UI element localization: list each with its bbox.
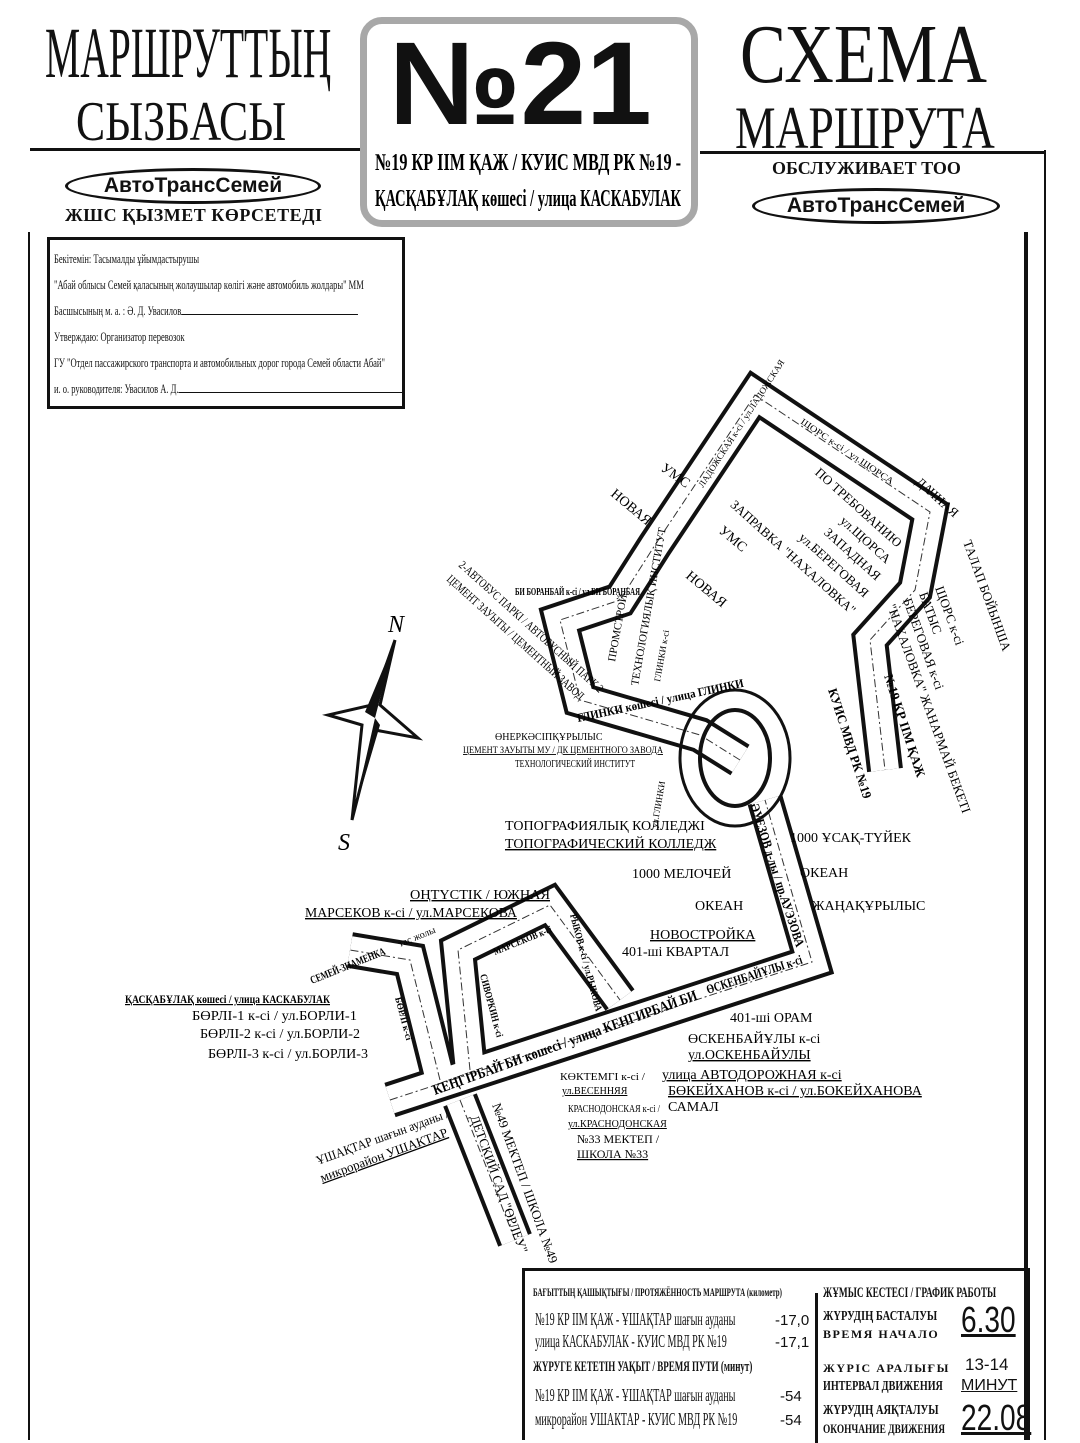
route-description: №19 КР ІІМ ҚАЖ / КУИС МВД РК №19 - ҚАСҚА… <box>375 150 681 212</box>
distance-row-label: улица КАСКАБУЛАК - КУИС МВД РК №19 <box>535 1331 727 1351</box>
approval-line: "Абай облысы Семей қаласының жолаушылар … <box>54 278 364 292</box>
approval-line: и. о. руководителя: Увасилов А. Д. <box>54 376 402 402</box>
stop-label: ӨНЕРКӘСІПҚҰРЫЛЫС <box>495 732 603 743</box>
stop-label: ТАЛАП БОЙЫНША <box>960 538 1014 654</box>
right-title-2: МАРШРУТА <box>735 95 995 161</box>
frame-right-outer <box>1044 150 1046 1440</box>
right-company-badge: АвтоТрансСемей <box>752 188 1000 224</box>
frame-right-line <box>1024 232 1028 1440</box>
right-service-text: ОБСЛУЖИВАЕТ ТОО <box>772 158 961 178</box>
stop-label: 401-ші КВАРТАЛ <box>622 945 730 960</box>
schedule-header: ЖҰМЫС КЕСТЕСІ / ГРАФИК РАБОТЫ <box>823 1285 997 1301</box>
stop-label: ул.ОСКЕНБАЙУЛЫ <box>688 1046 811 1063</box>
signature-line <box>178 380 402 393</box>
stop-label: БӨРЛІ-2 к-сі / ул.БОРЛИ-2 <box>200 1027 360 1042</box>
approval-line: Утверждаю: Организатор перевозок <box>54 330 185 344</box>
stop-label: ЖАҢАҚҰРЫЛЫС <box>812 899 925 914</box>
end-time: 22.08 <box>961 1397 1032 1438</box>
approval-line: Басшысының м. а. : Ә. Д. Увасилов <box>54 298 359 324</box>
left-company-badge: АвтоТрансСемей <box>65 168 321 204</box>
interval-label-kz: ЖҮРІС АРАЛЫҒЫ <box>823 1361 950 1375</box>
distance-row-label: №19 КР ІІМ ҚАЖ - ҰШАҚТАР шағын ауданы <box>535 1309 736 1329</box>
interval-label-ru: ИНТЕРВАЛ ДВИЖЕНИЯ <box>823 1379 943 1394</box>
start-time: 6.30 <box>961 1299 1016 1340</box>
turnaround-loop <box>678 688 792 828</box>
stop-label: УМС <box>715 524 749 556</box>
interval-unit: МИНУТ <box>961 1377 1018 1394</box>
stop-label: МАРСЕКОВ к-сі / ул.МАРСЕКОВА <box>305 906 518 921</box>
stop-label: КӨКТЕМГІ к-сі / <box>560 1072 645 1083</box>
start-label-ru: ВРЕМЯ НАЧАЛО <box>823 1327 940 1341</box>
right-title-1: СХЕМА <box>740 8 987 101</box>
stop-label: 1000 ҰСАҚ-ТҮЙЕК <box>790 829 912 846</box>
stop-label: улица АВТОДОРОЖНАЯ к-сі <box>662 1068 842 1083</box>
time-row-value: -54 <box>780 1412 802 1429</box>
stop-label: ЦЕМЕНТ ЗАУЫТЫ МУ / ДК ЦЕМЕНТНОГО ЗАВОДА <box>463 745 663 755</box>
route-number-box: №21 №19 КР ІІМ ҚАЖ / КУИС МВД РК №19 - Қ… <box>360 17 698 227</box>
stop-label: НОВОСТРОЙКА <box>650 926 756 943</box>
stop-label: ҚАСҚАБҰЛАҚ көшесі / улица КАСКАБУЛАК <box>125 992 330 1006</box>
interval-value: 13-14 <box>965 1355 1009 1374</box>
route-road <box>347 370 950 1247</box>
end-label-ru: ОКОНЧАНИЕ ДВИЖЕНИЯ <box>823 1421 945 1436</box>
stop-label: БӨКЕЙХАНОВ к-сі / ул.БОКЕЙХАНОВА <box>668 1082 923 1099</box>
stop-label: НОВАЯ <box>682 569 729 611</box>
stop-label: ЗАПРАВКА "НАХАЛОВКА" <box>728 497 859 617</box>
stop-label: ТОПОГРАФИЯЛЫҚ КОЛЛЕДЖІ <box>505 819 705 834</box>
left-title-1: МАРШРУТТЫҢ <box>45 13 332 93</box>
stop-label: 1000 МЕЛОЧЕЙ <box>632 865 731 882</box>
stop-label: №33 МЕКТЕП / <box>577 1132 660 1146</box>
route-line-1: №19 КР ІІМ ҚАЖ / КУИС МВД РК №19 - <box>375 150 681 176</box>
stop-label: ТОПОГРАФИЧЕСКИЙ КОЛЛЕДЖ <box>505 835 717 852</box>
street-label: БИ БОРАНБАЙ к-сі / ул.БИ БОРАНБАЯ <box>515 586 640 598</box>
compass-north: N <box>387 612 406 638</box>
left-divider <box>30 148 360 151</box>
approval-signer: Басшысының м. а. : Ә. Д. Увасилов <box>54 304 182 318</box>
time-row-label: микрорайон УШАКТАР - КУИС МВД РК №19 <box>535 1409 738 1429</box>
stop-label: САМАЛ <box>668 1100 719 1115</box>
stop-label: НОВАЯ <box>607 487 654 529</box>
approval-block: Бекітемін: Тасымалды ұйымдастырушы "Абай… <box>47 237 405 409</box>
stop-label: 401-ші ОРАМ <box>730 1011 813 1026</box>
stop-label: ОКЕАН <box>800 866 848 881</box>
route-number: №21 <box>389 18 652 150</box>
compass-south: S <box>338 830 350 856</box>
start-label-kz: ЖҮРУДІҢ БАСТАЛУЫ <box>823 1309 938 1324</box>
street-label: ГЛИНКИ к-сі <box>652 629 671 683</box>
stop-label: КРАСНОДОНСКАЯ к-сі / <box>568 1104 660 1115</box>
distance-header: БАҒЫТТЫҢ ҚАШЫҚТЫҒЫ / ПРОТЯЖЁННОСТЬ МАРШР… <box>533 1285 782 1299</box>
approval-signer: и. о. руководителя: Увасилов А. Д. <box>54 382 179 396</box>
stop-label: ул.ВЕСЕННЯЯ <box>562 1086 628 1097</box>
time-header: ЖҮРУГЕ КЕТЕТІН УАҚЫТ / ВРЕМЯ ПУТИ (минут… <box>533 1359 753 1375</box>
stop-label: ТЕХНОЛОГИЧЕСКИЙ ИНСТИТУТ <box>515 758 635 770</box>
column-divider <box>815 1293 818 1443</box>
signature-line <box>181 302 359 315</box>
stop-label: ӨСКЕНБАЙҰЛЫ к-сі <box>688 1030 821 1047</box>
left-service-text: ЖШС ҚЫЗМЕТ КӨРСЕТЕДІ <box>65 205 323 225</box>
stop-label: БӨРЛІ-1 к-сі / ул.БОРЛИ-1 <box>192 1009 357 1024</box>
stop-label: ШКОЛА №33 <box>577 1147 648 1161</box>
time-row-label: №19 КР ІІМ ҚАЖ - ҰШАҚТАР шағын ауданы <box>535 1385 736 1405</box>
stop-label: ул.КРАСНОДОНСКАЯ <box>568 1119 667 1130</box>
right-divider <box>700 151 1045 154</box>
route-line-2: ҚАСҚАБҰЛАҚ көшесі / улица КАСКАБУЛАК <box>375 186 681 212</box>
approval-line: Бекітемін: Тасымалды ұйымдастырушы <box>54 252 200 266</box>
left-title-2: СЫЗБАСЫ <box>76 91 287 153</box>
stop-label: ОКЕАН <box>695 899 743 914</box>
stop-label: БӨРЛІ-3 к-сі / ул.БОРЛИ-3 <box>208 1047 368 1062</box>
time-row-value: -54 <box>780 1388 802 1405</box>
distance-row-value: -17,0 <box>775 1312 810 1329</box>
compass-rose <box>322 639 424 821</box>
end-label-kz: ЖҮРУДІҢ АЯҚТАЛУЫ <box>823 1403 939 1418</box>
distance-row-value: -17,1 <box>775 1334 810 1351</box>
frame-left-line <box>28 232 30 1440</box>
stop-label: ОҢТҮСТІК / ЮЖНАЯ <box>410 888 550 903</box>
route-info-table: БАҒЫТТЫҢ ҚАШЫҚТЫҒЫ / ПРОТЯЖЁННОСТЬ МАРШР… <box>522 1268 1032 1443</box>
